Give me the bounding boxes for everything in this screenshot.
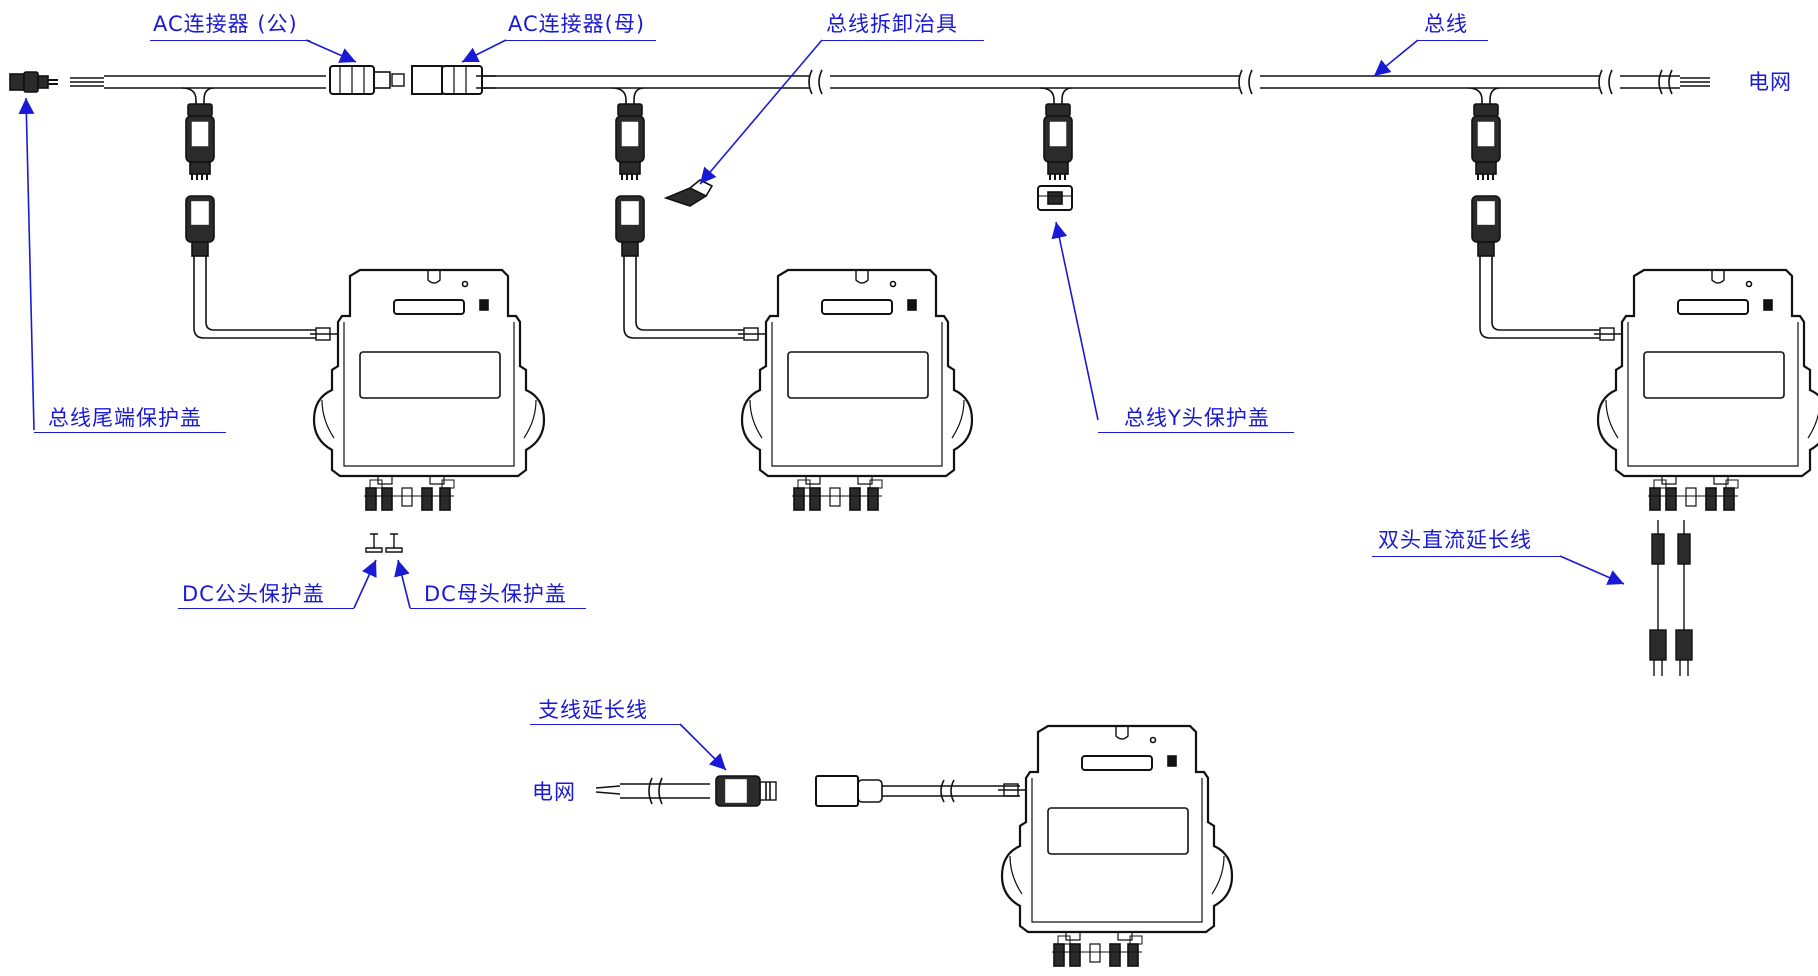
underline-branch-extension [530, 724, 680, 725]
underline-bus-y-cap [1098, 432, 1294, 433]
underline-bus-cable [1418, 40, 1488, 41]
label-ac-connector-female: AC连接器(母) [508, 12, 646, 36]
label-dual-dc-extension: 双头直流延长线 [1378, 528, 1532, 552]
label-bus-end-cap: 总线尾端保护盖 [48, 406, 202, 430]
label-grid-top: 电网 [1748, 70, 1792, 94]
label-ac-connector-male: AC连接器 (公) [153, 12, 298, 36]
underline-ac-connector-female [506, 40, 656, 41]
label-bus-removal-tool: 总线拆卸治具 [826, 12, 958, 36]
underline-dual-dc-extension [1372, 556, 1562, 557]
label-dc-male-cap: DC公头保护盖 [182, 582, 325, 606]
underline-dc-female-cap [410, 608, 586, 609]
label-branch-extension: 支线延长线 [538, 698, 648, 722]
label-bus-y-cap: 总线Y头保护盖 [1124, 406, 1270, 430]
label-bus-cable: 总线 [1424, 12, 1468, 36]
underline-bus-removal-tool [822, 40, 984, 41]
underline-bus-end-cap [34, 432, 226, 433]
label-grid-bottom: 电网 [532, 780, 576, 804]
underline-ac-connector-male [150, 40, 310, 41]
label-dc-female-cap: DC母头保护盖 [424, 582, 567, 606]
underline-dc-male-cap [178, 608, 354, 609]
